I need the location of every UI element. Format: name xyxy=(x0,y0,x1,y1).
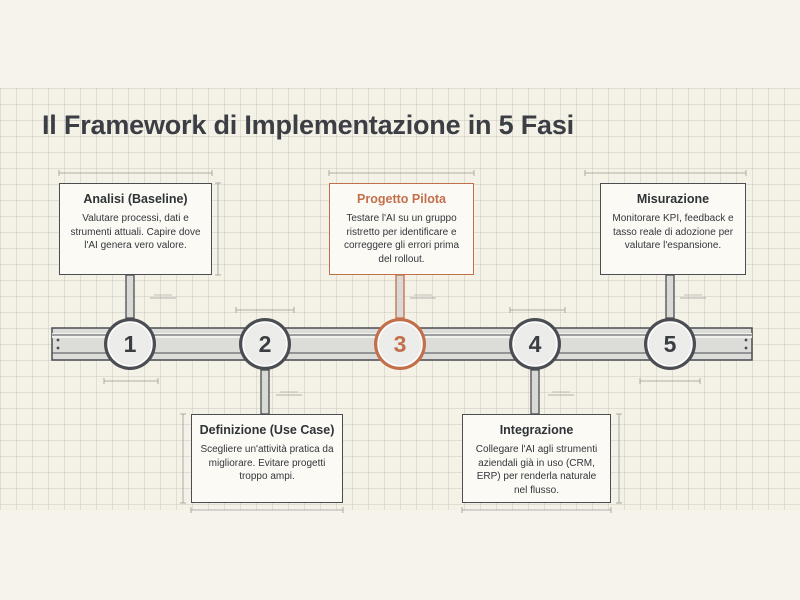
node-face xyxy=(242,321,288,367)
step-card-integrazione: Integrazione Collegare l'AI agli strumen… xyxy=(462,414,611,503)
step-description: Monitorare KPI, feedback e tasso reale d… xyxy=(612,213,734,251)
step-heading: Progetto Pilota xyxy=(357,192,446,206)
connector-post xyxy=(530,369,540,415)
step-description: Collegare l'AI agli strumenti aziendali … xyxy=(475,444,598,496)
node-face xyxy=(647,321,693,367)
step-description: Scegliere un'attività pratica da miglior… xyxy=(200,444,334,482)
step-number: 4 xyxy=(529,331,542,357)
dimension-marks xyxy=(58,170,747,513)
step-card-misurazione: Misurazione Monitorare KPI, feedback e t… xyxy=(600,183,746,275)
step-number: 1 xyxy=(124,331,137,357)
connector-post xyxy=(395,274,405,319)
connector-post xyxy=(260,369,270,415)
step-number: 2 xyxy=(259,331,272,357)
rivet-left xyxy=(56,338,60,342)
step-nodes: 1 2 3 4 5 xyxy=(104,318,696,370)
step-card-progetto-pilota: Progetto Pilota Testare l'AI su un grupp… xyxy=(329,183,474,275)
rivet-right xyxy=(744,338,748,342)
rivet-right xyxy=(744,346,748,350)
step-number: 3 xyxy=(394,331,407,357)
connector-post xyxy=(665,274,675,319)
page-title: Il Framework di Implementazione in 5 Fas… xyxy=(42,110,574,140)
step-card-definizione: Definizione (Use Case) Scegliere un'atti… xyxy=(191,414,343,503)
step-heading: Analisi (Baseline) xyxy=(83,192,188,206)
rivet-left xyxy=(56,346,60,350)
step-heading: Integrazione xyxy=(499,423,574,437)
step-description: Valutare processi, dati e strumenti attu… xyxy=(70,213,201,251)
step-card-analisi: Analisi (Baseline) Valutare processi, da… xyxy=(59,183,212,275)
step-heading: Misurazione xyxy=(636,192,710,206)
node-face xyxy=(377,321,423,367)
step-number: 5 xyxy=(664,331,677,357)
node-face xyxy=(512,321,558,367)
node-face xyxy=(107,321,153,367)
step-description: Testare l'AI su un gruppo ristretto per … xyxy=(343,213,460,265)
step-heading: Definizione (Use Case) xyxy=(199,423,335,437)
connector-post xyxy=(125,274,135,319)
